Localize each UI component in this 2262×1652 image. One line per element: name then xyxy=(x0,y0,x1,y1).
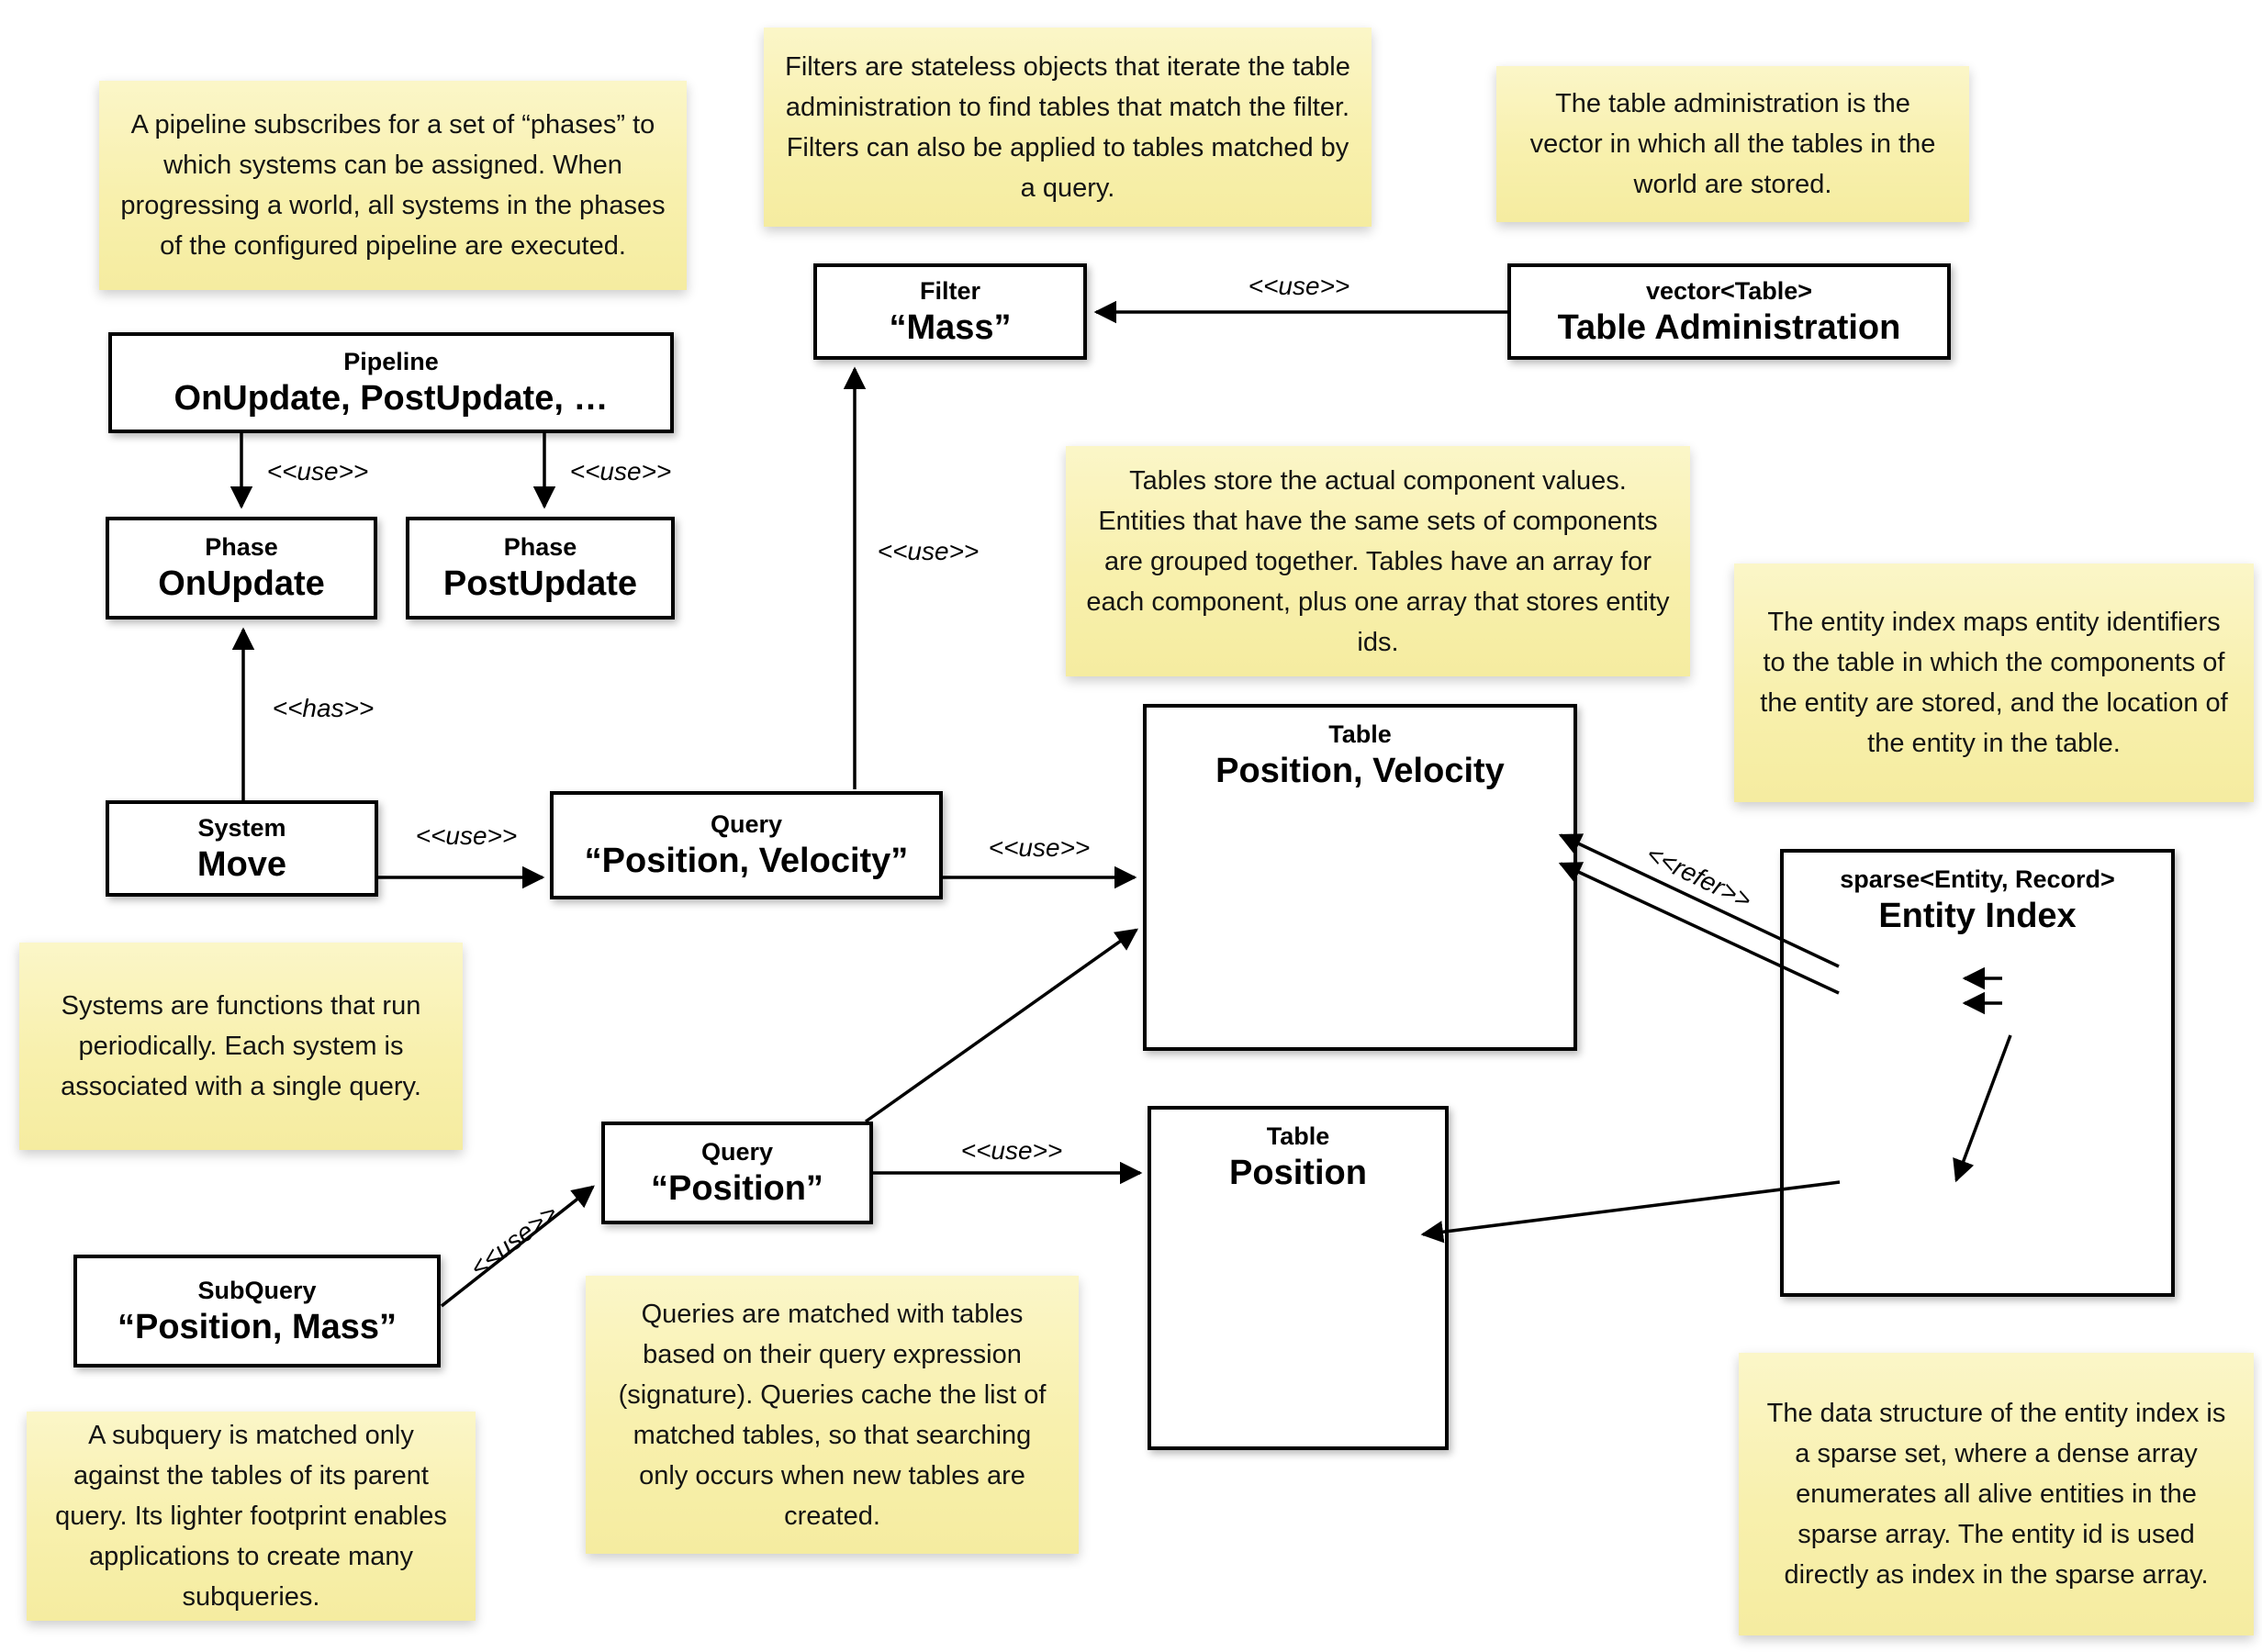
note-queries-text: Queries are matched with tables based on… xyxy=(618,1299,1047,1531)
box-subquery-title: SubQuery xyxy=(197,1276,317,1304)
label-use-subquery-queryposition: <<use>> xyxy=(465,1198,564,1283)
box-entity-index-title: sparse<Entity, Record> xyxy=(1840,865,2115,893)
note-sparse-set: The data structure of the entity index i… xyxy=(1739,1353,2254,1635)
box-phase-postupdate-value: PostUpdate xyxy=(442,564,638,603)
label-use-pipeline-onupdate: <<use>> xyxy=(266,457,369,486)
box-table-administration: vector<Table> Table Administration xyxy=(1507,263,1951,360)
edge-sparse-to-tableposition xyxy=(1420,1180,1841,1244)
box-query-position: Query “Position” xyxy=(601,1122,873,1224)
box-table-administration-title: vector<Table> xyxy=(1645,276,1813,305)
box-filter-mass-value: “Mass” xyxy=(889,307,1012,347)
box-pipeline: Pipeline OnUpdate, PostUpdate, … xyxy=(108,332,674,433)
label-refer-entityindex-tables: <<refer>> xyxy=(1641,839,1756,915)
box-table-position-velocity: Table Position, Velocity xyxy=(1143,704,1577,1051)
box-system-move: System Move xyxy=(106,800,378,897)
box-query-position-velocity-title: Query xyxy=(710,810,783,838)
box-phase-onupdate: Phase OnUpdate xyxy=(106,517,377,620)
box-entity-index-value: Entity Index xyxy=(1878,897,2077,935)
note-entity-index-text: The entity index maps entity identifiers… xyxy=(1760,608,2228,758)
label-use-tableadmin-filter: <<use>> xyxy=(1248,272,1350,300)
note-tables-text: Tables store the actual component values… xyxy=(1086,465,1670,657)
box-phase-postupdate-title: Phase xyxy=(503,533,577,561)
box-filter-mass-title: Filter xyxy=(919,276,980,305)
box-pipeline-value: OnUpdate, PostUpdate, … xyxy=(174,379,609,418)
box-system-move-title: System xyxy=(197,813,286,842)
edge-queryposition-tablepv xyxy=(864,928,1138,1123)
box-query-position-value: “Position” xyxy=(651,1169,823,1208)
box-subquery: SubQuery “Position, Mass” xyxy=(73,1255,441,1367)
box-table-position-velocity-title: Table xyxy=(1328,720,1392,748)
label-has-system-phase: <<has>> xyxy=(272,694,375,722)
box-table-position: Table Position xyxy=(1148,1106,1449,1450)
box-entity-index: sparse<Entity, Record> Entity Index xyxy=(1780,849,2175,1297)
note-pipeline: A pipeline subscribes for a set of “phas… xyxy=(99,81,687,290)
box-query-position-velocity: Query “Position, Velocity” xyxy=(550,791,943,899)
note-queries: Queries are matched with tables based on… xyxy=(586,1276,1079,1554)
box-pipeline-title: Pipeline xyxy=(343,348,439,375)
box-subquery-value: “Position, Mass” xyxy=(117,1307,398,1346)
note-subquery-text: A subquery is matched only against the t… xyxy=(55,1421,447,1612)
note-filters-text: Filters are stateless objects that itera… xyxy=(785,51,1350,203)
note-sparse-set-text: The data structure of the entity index i… xyxy=(1766,1399,2226,1590)
box-filter-mass: Filter “Mass” xyxy=(813,263,1087,360)
note-systems-text: Systems are functions that run periodica… xyxy=(61,991,421,1101)
box-query-position-velocity-value: “Position, Velocity” xyxy=(584,842,909,880)
note-table-admin: The table administration is the vector i… xyxy=(1496,66,1969,222)
box-phase-onupdate-title: Phase xyxy=(205,533,278,561)
note-table-admin-text: The table administration is the vector i… xyxy=(1529,89,1936,199)
box-table-position-value: Position xyxy=(1229,1154,1367,1192)
label-use-system-query: <<use>> xyxy=(415,821,518,850)
box-phase-onupdate-value: OnUpdate xyxy=(158,564,325,603)
box-query-position-title: Query xyxy=(700,1138,774,1166)
note-pipeline-text: A pipeline subscribes for a set of “phas… xyxy=(120,110,666,261)
label-use-query-tablepv: <<use>> xyxy=(988,833,1091,862)
note-entity-index: The entity index maps entity identifiers… xyxy=(1734,564,2254,802)
box-table-position-title: Table xyxy=(1266,1122,1330,1150)
box-table-position-velocity-value: Position, Velocity xyxy=(1215,752,1505,790)
label-use-pipeline-postupdate: <<use>> xyxy=(569,457,672,486)
label-use-query-filter: <<use>> xyxy=(877,537,980,565)
box-system-move-value: Move xyxy=(196,844,287,884)
label-use-queryposition-tablep: <<use>> xyxy=(960,1136,1063,1165)
box-table-administration-value: Table Administration xyxy=(1557,307,1901,347)
note-tables: Tables store the actual component values… xyxy=(1066,446,1690,676)
box-phase-postupdate: Phase PostUpdate xyxy=(406,517,675,620)
note-systems: Systems are functions that run periodica… xyxy=(19,943,463,1150)
note-subquery: A subquery is matched only against the t… xyxy=(27,1412,476,1621)
note-filters: Filters are stateless objects that itera… xyxy=(764,28,1372,227)
